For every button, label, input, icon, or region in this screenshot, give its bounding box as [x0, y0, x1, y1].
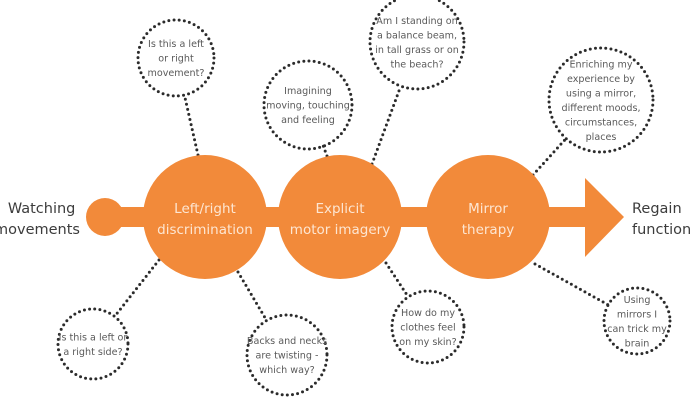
bubble-text-line: different moods, — [561, 103, 640, 114]
bubble-text: Am I standing on a balance beam, in tall g… — [375, 16, 459, 71]
bubble-text: Imagining moving, touching and feeling — [266, 86, 350, 126]
bubble-text-line: Enriching my — [569, 59, 632, 70]
bubble-text-line: in tall grass or on — [375, 45, 459, 56]
stages: Left/right discrimination Explicit motor im… — [143, 155, 550, 279]
start-label: Watching movements — [0, 201, 80, 238]
bubble-text-line: moving, touching — [266, 101, 350, 112]
bubble-text-line: and feeling — [281, 115, 335, 126]
bubble-text-line: Is this a left — [148, 39, 204, 50]
bubble-text-line: brain — [625, 338, 650, 349]
thought-bubble-explicit-motor-imagery-bottom — [390, 289, 466, 365]
bubble-text-line: circumstances, — [565, 117, 637, 128]
connector-explicit-motor-imagery-top-left — [321, 144, 329, 158]
connector-explicit-motor-imagery-top-right — [370, 84, 403, 166]
connector-explicit-motor-imagery-bottom — [384, 261, 410, 299]
end-label: Regain function — [632, 201, 690, 238]
thought-bubble-explicit-motor-imagery-top-right — [368, 0, 466, 91]
stage-label-explicit-motor-imagery: Explicit motor imagery — [290, 201, 390, 238]
bubble-text-line: Is this a left or — [59, 332, 128, 343]
thought-bubble-mirror-therapy-bottom-right — [602, 286, 672, 356]
connector-mirror-therapy-bottom-right — [533, 262, 610, 307]
stage-label-line: therapy — [462, 222, 515, 238]
bubble-text-line: on my skin? — [399, 337, 456, 348]
stage-label-left-right-discrimination: Left/right discrimination — [157, 201, 253, 238]
start-label-line: movements — [0, 222, 80, 238]
bubble-text: Enriching my experience by using a mirror,… — [561, 59, 640, 143]
stage-circle-left-right-discrimination — [143, 155, 267, 279]
bubble-text-line: which way? — [259, 365, 315, 376]
stage-circle-explicit-motor-imagery — [278, 155, 402, 279]
connector-left-right-discrimination-bottom-left — [113, 258, 161, 318]
bubble-text-line: are twisting - — [256, 351, 319, 362]
stage-label-line: Explicit — [315, 201, 364, 217]
thought-bubble-left-right-discrimination-top — [136, 18, 216, 98]
bubble-text-line: Using — [624, 295, 651, 306]
thought-bubble-left-right-discrimination-bottom-right — [245, 313, 329, 397]
bubble-text: Backs and necks are twisting - which way? — [247, 336, 327, 376]
connectors — [113, 84, 610, 323]
stage-label-mirror-therapy: Mirror therapy — [462, 201, 515, 238]
bubble-text-line: Am I standing on — [376, 16, 457, 27]
bubble-text-line: or right — [158, 54, 194, 65]
stage-label-line: discrimination — [157, 222, 253, 238]
bubble-text-line: clothes feel — [400, 323, 455, 334]
bubble-text-line: can trick my — [607, 324, 667, 335]
bubble-text-line: experience by — [567, 74, 635, 85]
end-label-line: function — [632, 222, 690, 238]
connector-left-right-discrimination-bottom-right — [236, 270, 269, 323]
stage-circle-mirror-therapy — [426, 155, 550, 279]
bubble-text: Using mirrors I can trick my brain — [607, 295, 667, 350]
bubble-text-line: a balance beam, — [377, 30, 457, 41]
connector-left-right-discrimination-top — [182, 93, 200, 157]
start-node — [86, 198, 124, 236]
bubble-text-line: places — [586, 132, 617, 143]
bubble-text-line: Imagining — [284, 86, 332, 97]
end-label-line: Regain — [632, 201, 682, 217]
stage-label-line: motor imagery — [290, 222, 390, 238]
bubble-text: How do my clothes feel on my skin? — [399, 308, 456, 348]
bubble-text: Is this a left or right movement? — [148, 39, 205, 79]
thought-bubble-mirror-therapy-top-right — [547, 46, 655, 154]
bubble-text-line: mirrors I — [617, 309, 657, 320]
bubble-text-line: a right side? — [63, 347, 122, 358]
stage-label-line: Mirror — [468, 201, 508, 217]
start-label-line: Watching — [8, 201, 76, 217]
connector-mirror-therapy-top-right — [531, 137, 568, 177]
bubble-text: Is this a left or a right side? — [59, 332, 128, 358]
bubble-text-line: How do my — [401, 308, 455, 319]
bubble-text-line: Backs and necks — [247, 336, 327, 347]
thought-bubble-explicit-motor-imagery-top-left — [262, 59, 354, 151]
bubble-text-line: the beach? — [390, 59, 443, 70]
bubble-text-line: using a mirror, — [566, 88, 636, 99]
thought-bubble-left-right-discrimination-bottom-left — [56, 307, 130, 381]
stage-label-line: Left/right — [174, 201, 236, 217]
arrow-head-icon — [585, 178, 624, 257]
bubble-text-line: movement? — [148, 68, 205, 79]
